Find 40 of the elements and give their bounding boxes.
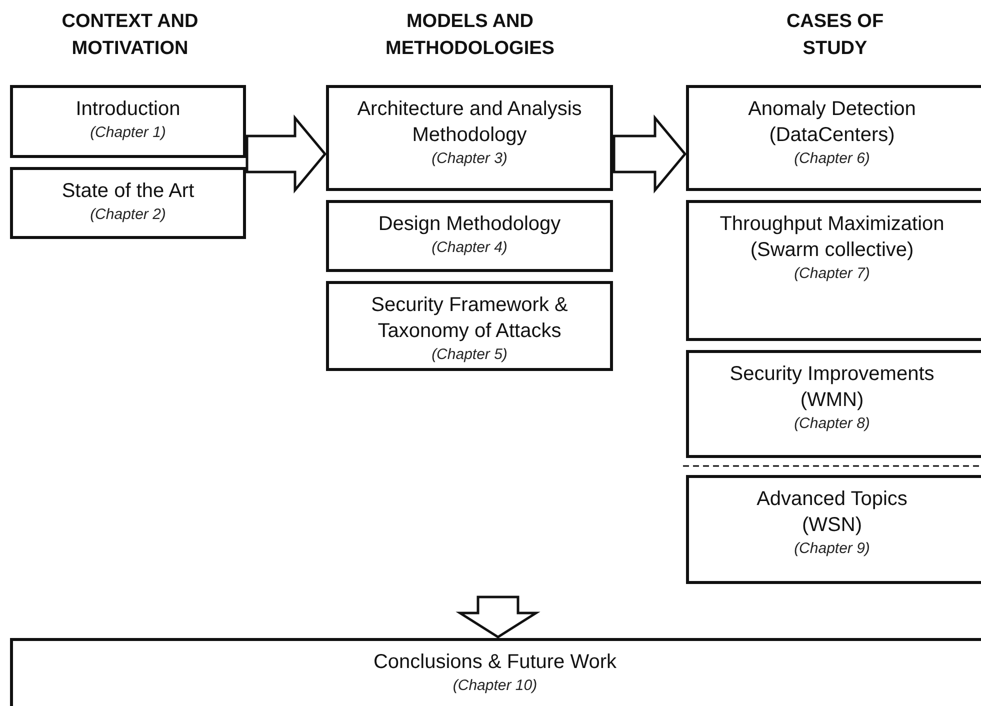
chapter-title: Security Improvements	[730, 362, 934, 387]
chapter-title: Conclusions & Future Work	[373, 650, 617, 675]
chapter-number: (Chapter 6)	[794, 149, 870, 169]
chapter-box	[686, 475, 981, 584]
block-arrow	[456, 596, 540, 638]
chapter-box	[10, 85, 246, 158]
chapter-title: Architecture and Analysis Methodology	[356, 97, 583, 148]
chapter-box	[326, 281, 613, 371]
block-arrow	[612, 114, 687, 194]
chapter-title: Introduction	[76, 97, 180, 122]
chapter-box	[686, 350, 981, 458]
chapter-number: (Chapter 9)	[794, 539, 870, 559]
column-heading: CASES OF STUDY	[785, 10, 885, 61]
chapter-number: (Chapter 8)	[794, 414, 870, 434]
chapter-title: Throughput Maximization	[720, 212, 944, 237]
column-heading: MODELS AND METHODOLOGIES	[384, 10, 556, 61]
chapter-title: Advanced Topics	[756, 487, 908, 512]
chapter-title: Anomaly Detection	[748, 97, 916, 122]
chapter-title: State of the Art	[62, 179, 194, 204]
chapter-number: (Chapter 7)	[794, 264, 870, 284]
chapter-box	[326, 200, 613, 272]
chapter-title: (WMN)	[800, 388, 864, 413]
chapter-title: (DataCenters)	[769, 123, 895, 148]
chapter-number: (Chapter 3)	[430, 149, 508, 169]
chapter-number: (Chapter 5)	[430, 345, 508, 365]
chapter-box	[10, 167, 246, 239]
column-heading: CONTEXT AND MOTIVATION	[60, 10, 200, 61]
chapter-number: (Chapter 10)	[452, 676, 538, 696]
chapter-title: (WSN)	[802, 513, 862, 538]
chapter-number: (Chapter 2)	[90, 205, 166, 225]
chapter-box	[326, 85, 613, 191]
chapter-number: (Chapter 4)	[432, 238, 508, 258]
chapter-title: Design Methodology	[378, 212, 561, 237]
chapter-title: (Swarm collective)	[750, 238, 914, 263]
chapter-box	[10, 638, 981, 706]
chapter-box	[686, 200, 981, 341]
chapter-box	[686, 85, 981, 191]
block-arrow	[246, 114, 327, 194]
chapter-title: Security Framework & Taxonomy of Attacks	[370, 293, 569, 344]
chapter-number: (Chapter 1)	[90, 123, 166, 143]
